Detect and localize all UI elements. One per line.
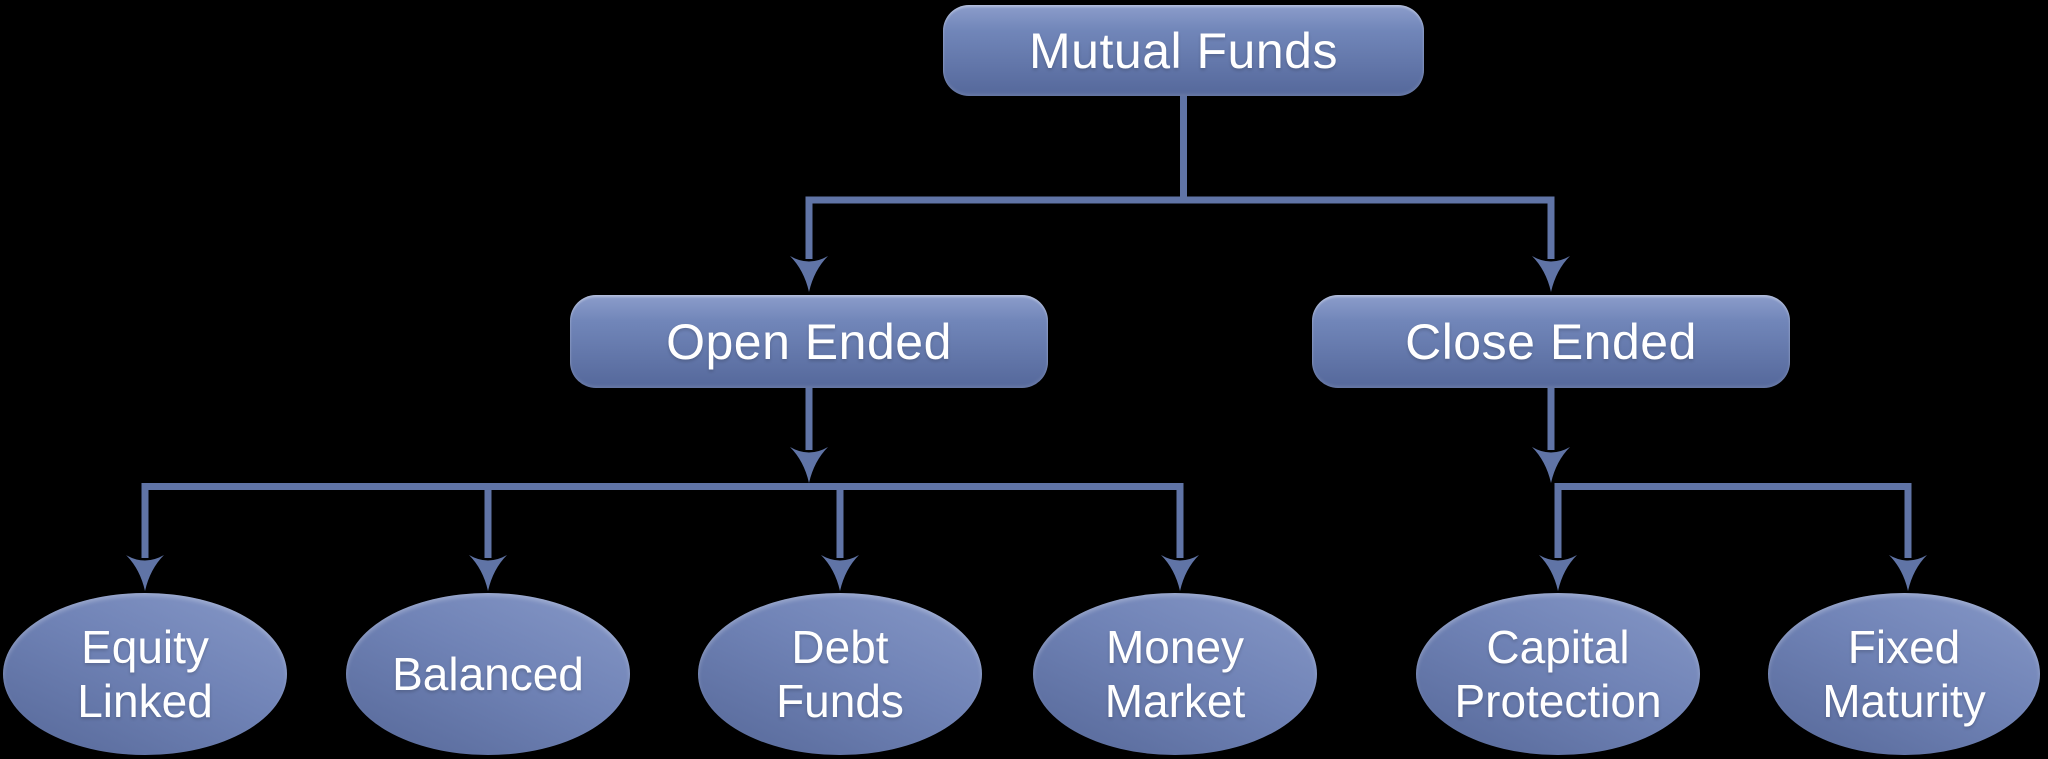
node-mutual-funds: Mutual Funds [943,5,1424,96]
connector-open-ended-children [126,386,1199,591]
node-equity-linked: Equity Linked [3,593,287,755]
node-close-ended: Close Ended [1312,295,1790,388]
node-fixed-maturity: Fixed Maturity [1768,593,2040,755]
node-money-market: Money Market [1033,593,1317,755]
node-open-ended: Open Ended [570,295,1048,388]
node-capital-protection: Capital Protection [1416,593,1700,755]
connector-root-to-branches [790,92,1570,292]
node-debt-funds: Debt Funds [698,593,982,755]
connector-close-ended-children [1532,386,1927,591]
node-balanced: Balanced [346,593,630,755]
